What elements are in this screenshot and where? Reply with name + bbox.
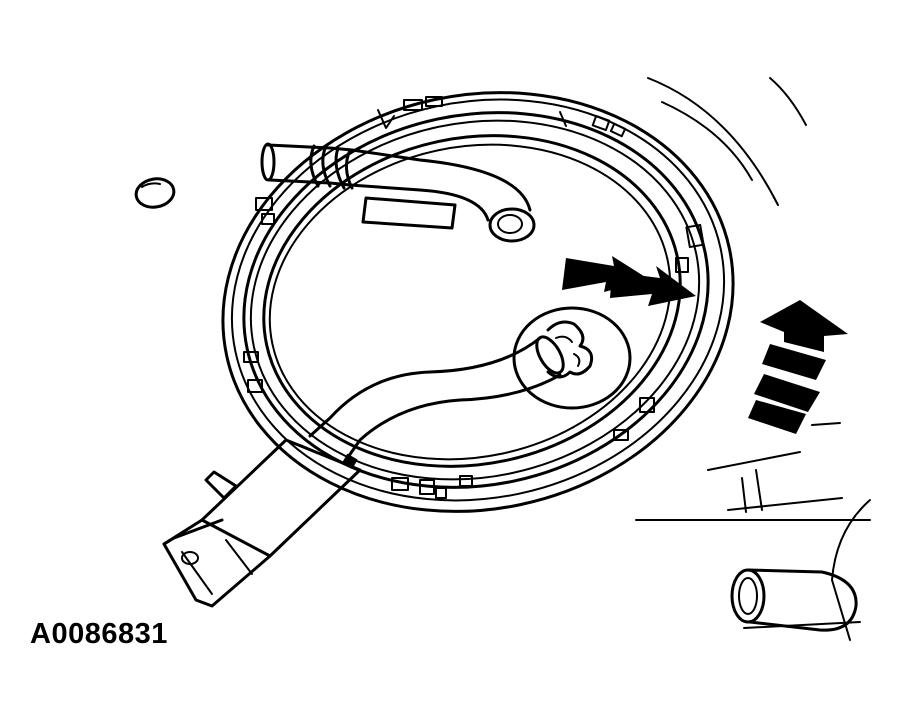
lock-ring-tabs <box>243 96 705 499</box>
harness-grommet <box>512 306 632 410</box>
double-chevron-arrow-icon <box>562 256 696 306</box>
segmented-up-arrow-icon <box>748 300 848 434</box>
tube-stub <box>730 568 858 632</box>
tank-hole <box>134 177 176 209</box>
lock-ring-assembly <box>221 91 735 513</box>
tank-outline <box>635 77 871 641</box>
wiring-harness <box>308 335 565 462</box>
figure-id-label: A0086831 <box>30 618 168 650</box>
label-plate <box>361 196 457 230</box>
fuel-outlet-tube <box>260 142 536 243</box>
electrical-connector <box>162 438 362 608</box>
